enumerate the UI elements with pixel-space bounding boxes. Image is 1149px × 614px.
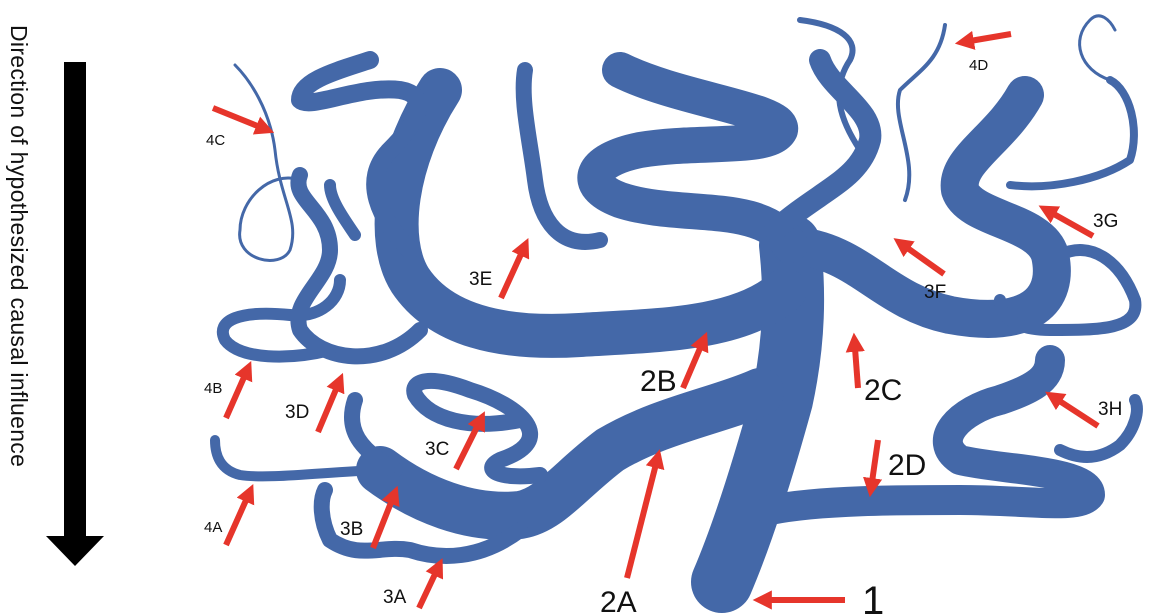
label-3F: 3F xyxy=(924,282,946,303)
vessel-3G-thin xyxy=(1080,16,1115,80)
label-2A: 2A xyxy=(600,586,637,614)
vessel-2C xyxy=(790,95,1052,319)
arrow-2B xyxy=(683,346,701,388)
label-1: 1 xyxy=(862,579,884,614)
vessel-3B-branch xyxy=(352,400,395,470)
arrow-3A xyxy=(419,572,436,608)
label-4D: 4D xyxy=(969,57,988,74)
vessel-upper-loop xyxy=(595,70,790,245)
arrow-3D xyxy=(318,387,337,432)
label-3A: 3A xyxy=(383,587,407,608)
vessel-4D-thin xyxy=(898,25,945,200)
label-3H: 3H xyxy=(1098,399,1122,420)
arrow-3B xyxy=(373,500,392,548)
arrow-3H xyxy=(1058,400,1098,426)
label-4A: 4A xyxy=(204,519,222,536)
arrow-2A xyxy=(627,464,656,578)
vessel-tree xyxy=(215,16,1137,582)
vessel-2D xyxy=(770,360,1090,510)
causal-direction-caption: Direction of hypothesized causal influen… xyxy=(6,25,32,467)
label-2C: 2C xyxy=(864,374,902,407)
arrow-3C xyxy=(456,425,478,469)
label-4C: 4C xyxy=(206,132,225,149)
label-3D: 3D xyxy=(285,402,309,423)
arrow-2C xyxy=(855,348,858,388)
label-3G: 3G xyxy=(1093,211,1118,232)
arrow-4C xyxy=(213,108,260,127)
label-3E: 3E xyxy=(469,269,492,290)
label-3B: 3B xyxy=(340,519,363,540)
label-3C: 3C xyxy=(425,439,449,460)
causal-arrow-shaft xyxy=(64,62,86,540)
arrow-2D xyxy=(872,440,878,482)
causal-direction-indicator: Direction of hypothesized causal influen… xyxy=(6,25,104,566)
label-4B: 4B xyxy=(204,380,222,397)
arrow-4B xyxy=(226,375,245,418)
arrow-3E xyxy=(501,252,522,298)
arrow-4A xyxy=(226,498,247,545)
arrow-4D xyxy=(970,34,1011,41)
arrow-3F xyxy=(906,247,944,274)
causal-arrow-head xyxy=(46,536,104,566)
vessel-4C-thin xyxy=(235,65,300,260)
label-2B: 2B xyxy=(640,365,677,398)
label-2D: 2D xyxy=(888,449,926,482)
